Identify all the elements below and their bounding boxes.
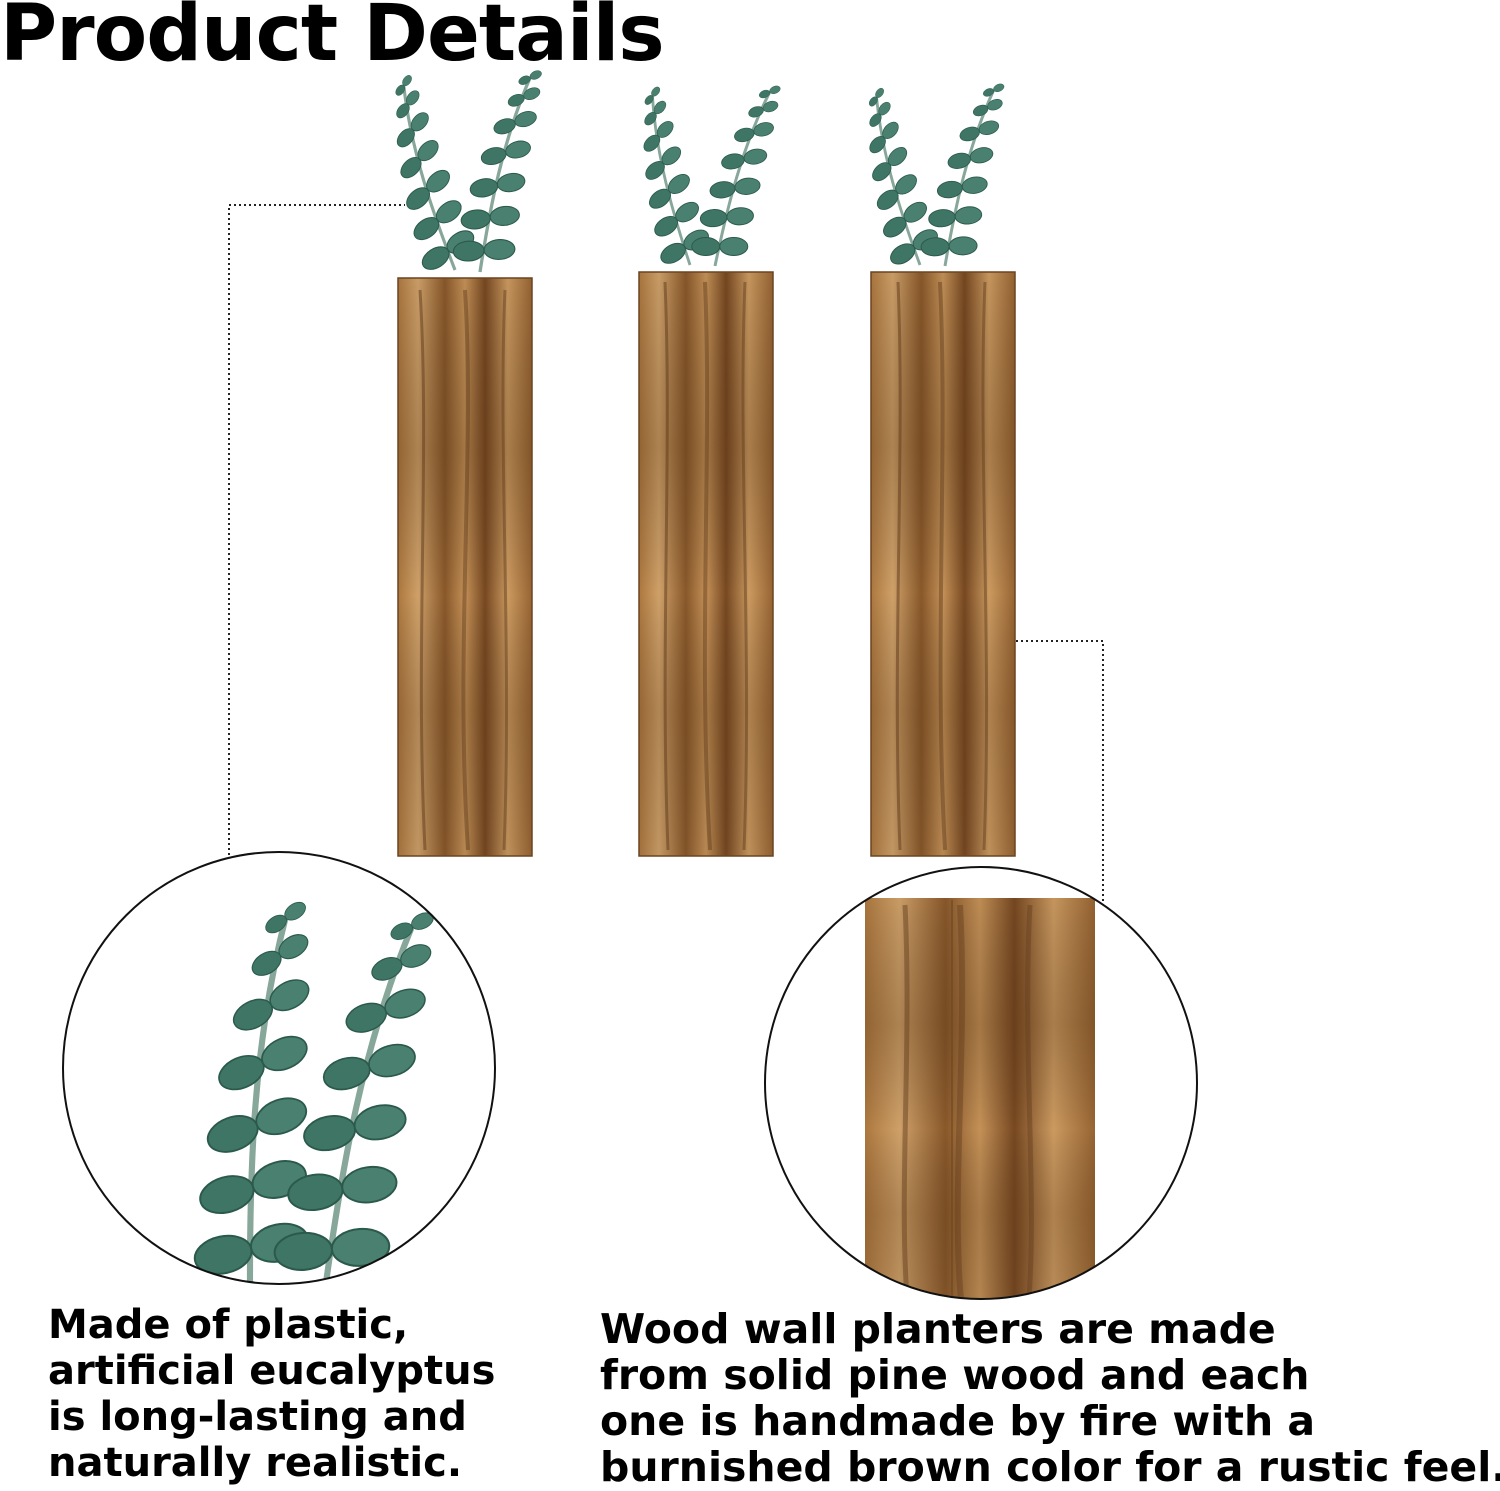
- wood-planter-icon: [397, 277, 533, 857]
- caption-line: one is handmade by fire with a: [600, 1397, 1316, 1445]
- wood-planter-icon: [870, 271, 1016, 857]
- zoom-circle-wood: [764, 866, 1198, 1300]
- planter-2: [599, 75, 783, 857]
- eucalyptus-icon: [824, 75, 1007, 275]
- leader-line-left: [228, 204, 405, 855]
- eucalyptus-icon: [346, 63, 544, 282]
- planter-3: [824, 75, 1016, 857]
- caption-line: from solid pine wood and each: [600, 1351, 1310, 1399]
- eucalyptus-caption: Made of plastic, artificial eucalyptus i…: [48, 1302, 495, 1486]
- eucalyptus-icon: [168, 898, 438, 1296]
- eucalyptus-icon: [599, 75, 783, 274]
- caption-line: artificial eucalyptus: [48, 1348, 496, 1394]
- caption-line: naturally realistic.: [48, 1440, 463, 1486]
- page-title: Product Details: [0, 0, 665, 79]
- zoom-circle-icon: [764, 866, 1198, 1300]
- zoom-circle-icon: [62, 851, 496, 1285]
- wood-planter-icon: [865, 898, 1095, 1299]
- zoom-circle-eucalyptus: [62, 851, 496, 1296]
- leader-line-right: [1016, 640, 1104, 905]
- caption-line: Wood wall planters are made: [600, 1305, 1276, 1353]
- wood-caption: Wood wall planters are made from solid p…: [600, 1306, 1500, 1490]
- wood-planter-icon: [638, 271, 774, 857]
- caption-line: is long-lasting and: [48, 1394, 467, 1440]
- caption-line: burnished brown color for a rustic feel.: [600, 1443, 1500, 1491]
- planter-1: [346, 63, 544, 857]
- caption-line: Made of plastic,: [48, 1302, 409, 1348]
